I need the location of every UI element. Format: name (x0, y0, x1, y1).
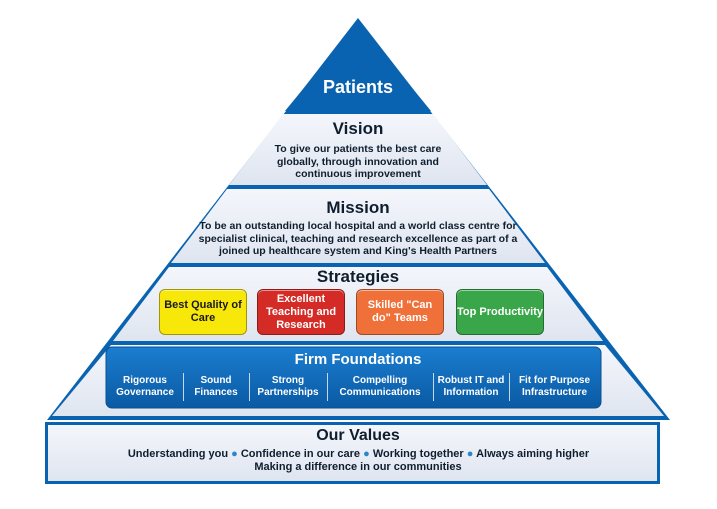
apex-segment (285, 22, 431, 111)
value-item-4: Always aiming higher (476, 448, 590, 460)
foundation-separator (509, 373, 510, 401)
values-line2: Making a difference in our communities (254, 461, 462, 473)
strategy-box-2: Excellent Teaching and Research (257, 289, 345, 335)
strategies-title: Strategies (316, 267, 400, 286)
strategy-box-3: Skilled "Can do" Teams (356, 289, 444, 335)
value-separator-dot: ● (466, 448, 474, 460)
apex-label: Patients (322, 77, 394, 97)
foundation-item-3: Strong Partnerships (257, 375, 319, 398)
values-title: Our Values (316, 427, 400, 444)
foundation-separator (183, 373, 184, 401)
foundation-item-2: Sound Finances (194, 375, 238, 398)
values-base-inner (48, 425, 657, 481)
value-separator-dot: ● (363, 448, 370, 460)
mission-title: Mission (326, 198, 390, 217)
vision-band (229, 114, 487, 185)
value-item-3: Working together (372, 448, 464, 460)
foundations-box (105, 346, 602, 409)
value-item-1: Understanding you (127, 448, 229, 460)
foundation-item-1: Rigorous Governance (116, 375, 174, 398)
values-line1: Understanding you ● Confidence in our ca… (55, 448, 662, 461)
mission-band (171, 189, 545, 263)
strategy-box-1: Best Quality of Care (159, 289, 247, 335)
foundation-separator (249, 373, 250, 401)
foundations-title: Firm Foundations (294, 351, 422, 368)
foundation-item-5: Robust IT and Information (437, 375, 505, 398)
foundation-separator (433, 373, 434, 401)
vision-title: Vision (332, 119, 384, 138)
value-separator-dot: ● (231, 448, 238, 460)
value-item-2: Confidence in our care (240, 448, 361, 460)
vision-text: To give our patients the best care globa… (274, 143, 442, 180)
strategy-box-4: Top Productivity (456, 289, 544, 335)
foundation-item-4: Compelling Communications (339, 375, 421, 398)
foundation-item-6: Fit for Purpose Infrastructure (518, 375, 591, 398)
mission-text: To be an outstanding local hospital and … (198, 220, 518, 257)
foundation-separator (327, 373, 328, 401)
